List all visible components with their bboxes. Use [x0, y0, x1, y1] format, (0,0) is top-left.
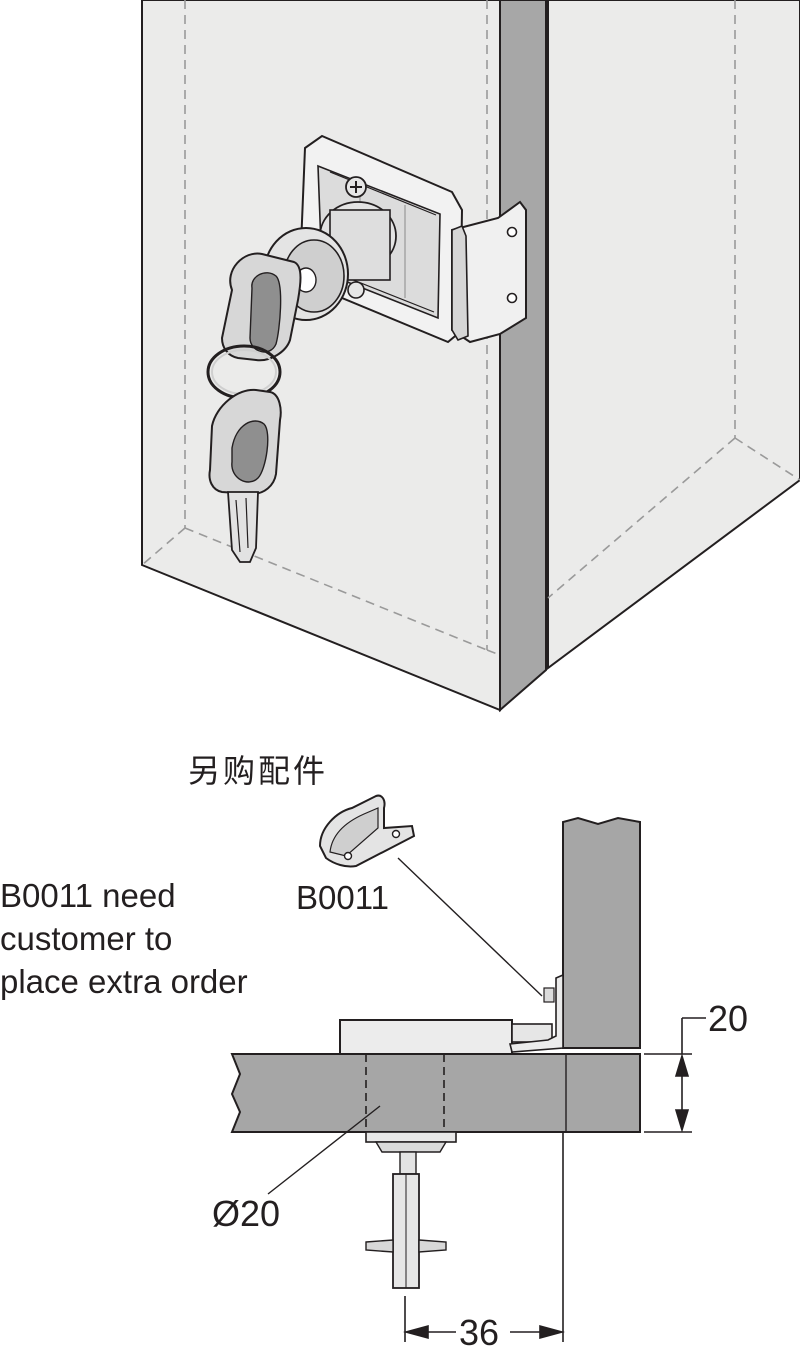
latch-bracket [451, 200, 527, 344]
drawer-front-panel [141, 0, 501, 712]
hidden-lines-front [141, 0, 501, 656]
key-icon [206, 252, 302, 563]
dim-offset-label: 36 [459, 1312, 499, 1348]
note-line-1: B0011 need [0, 877, 176, 914]
hidden-lines-side [547, 0, 800, 599]
bracket-part-label: B0011 [296, 879, 389, 916]
leader-hole [267, 1105, 381, 1195]
dim-panel-thickness-label: 20 [708, 998, 748, 1039]
extra-purchase-label: 另购配件 [188, 753, 328, 789]
bracket-b0011-icon [318, 794, 416, 868]
dimension-offset [402, 1132, 566, 1342]
note-line-2: customer to [0, 920, 172, 957]
drawer-front-edge [499, 0, 547, 713]
note-line-3: place extra order [0, 963, 248, 1000]
dimension-panel-thickness [644, 1017, 706, 1133]
screw-icon [345, 176, 367, 198]
dim-hole-diameter-label: Ø20 [212, 1193, 280, 1234]
lock-housing [263, 134, 527, 344]
leader-bracket [397, 857, 543, 997]
lock-body-section [339, 1019, 513, 1055]
cabinet-side-panel [547, 0, 800, 670]
section-view [230, 794, 706, 1342]
cabinet-side-section [562, 816, 641, 1049]
hole-hidden-lines [365, 1054, 445, 1132]
drawer-panel-section [230, 1053, 641, 1133]
cabinet-isometric-view [141, 0, 800, 713]
